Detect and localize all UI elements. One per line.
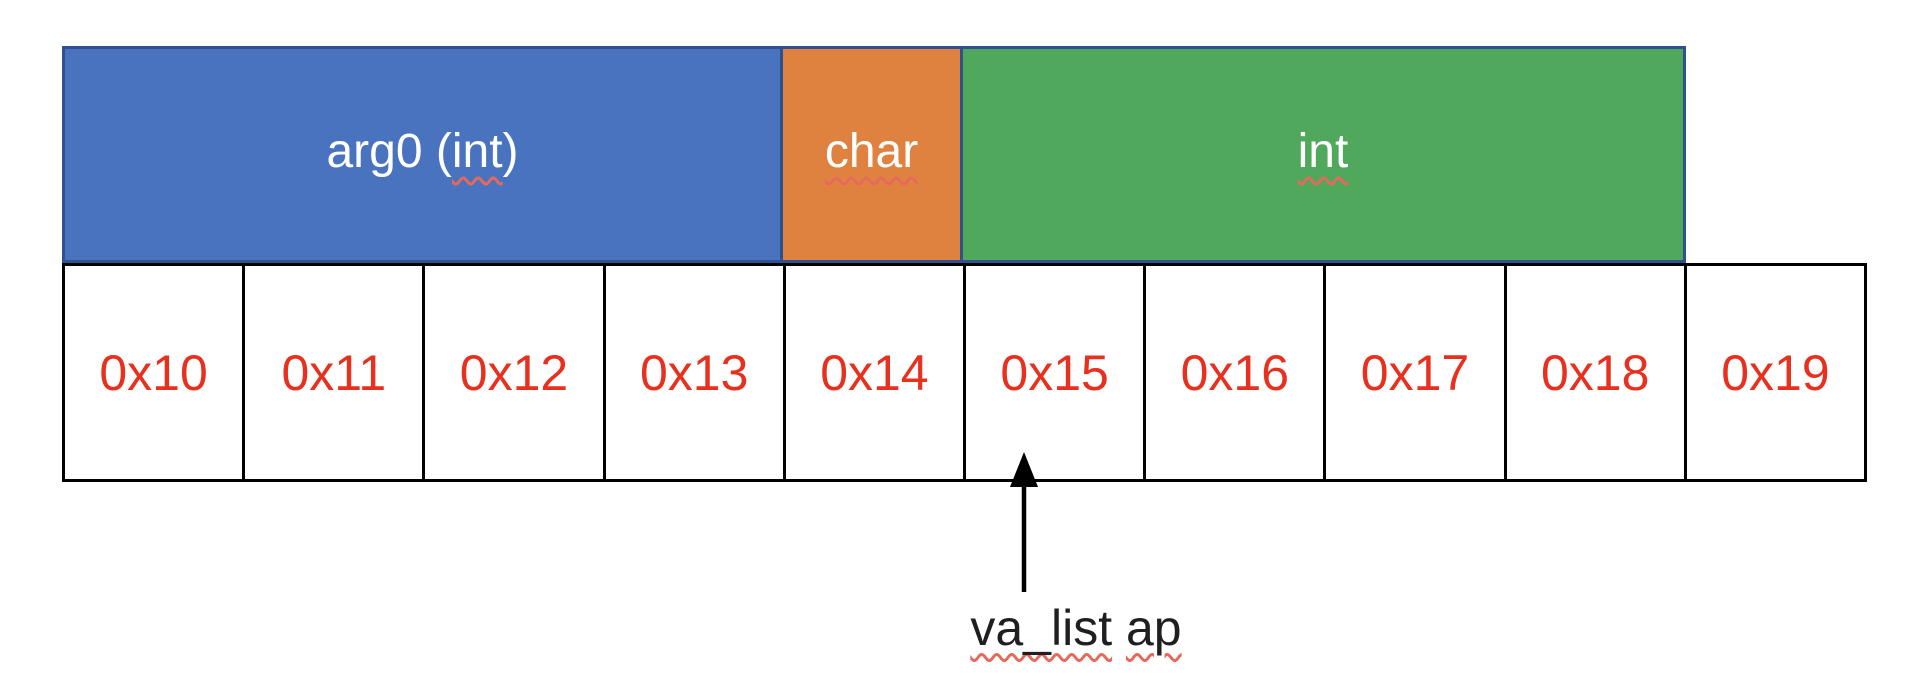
memory-cell: 0x17 xyxy=(1326,266,1507,479)
memory-cell: 0x11 xyxy=(245,266,426,479)
cell-address-label: 0x11 xyxy=(281,344,387,401)
annotation-space xyxy=(1112,600,1126,656)
va-list-word: va_list xyxy=(970,600,1113,656)
char-label: char xyxy=(824,124,919,182)
type-block-char: char xyxy=(780,46,963,263)
cell-address-label: 0x14 xyxy=(820,344,929,401)
memory-cell: 0x13 xyxy=(606,266,786,479)
memory-cell: 0x10 xyxy=(65,266,246,479)
int-label: int xyxy=(1297,124,1349,182)
int-label-word: int xyxy=(1297,124,1349,178)
ap-word: ap xyxy=(1126,600,1182,656)
memory-cell: 0x15 xyxy=(966,266,1147,479)
arg0-label-suffix: ) xyxy=(502,124,519,178)
memory-cell: 0x16 xyxy=(1146,266,1327,479)
arg0-int-label: arg0 (int) xyxy=(326,124,519,182)
va-list-ap-annotation: va_list ap xyxy=(866,601,1286,656)
arg0-label-prefix: arg0 ( xyxy=(326,124,452,178)
memory-cell: 0x18 xyxy=(1507,266,1687,479)
memory-cell: 0x19 xyxy=(1687,266,1864,479)
cell-address-label: 0x12 xyxy=(459,344,569,401)
memory-cell: 0x14 xyxy=(786,266,967,479)
memory-cell: 0x12 xyxy=(425,266,606,479)
cell-address-label: 0x16 xyxy=(1180,344,1290,401)
cell-address-label: 0x13 xyxy=(639,344,749,401)
memory-cells-row: 0x10 0x11 0x12 0x13 0x14 0x15 0x16 0x17 … xyxy=(62,263,1867,482)
char-label-word: char xyxy=(824,124,919,178)
cell-address-label: 0x17 xyxy=(1360,344,1470,401)
cell-address-label: 0x15 xyxy=(1000,344,1109,401)
type-block-arg0-int: arg0 (int) xyxy=(62,46,783,263)
cell-address-label: 0x18 xyxy=(1541,344,1650,401)
type-block-int: int xyxy=(960,46,1686,263)
cell-address-label: 0x10 xyxy=(99,344,208,401)
cell-address-label: 0x19 xyxy=(1721,344,1830,401)
arg0-label-misspelled-word: int xyxy=(451,124,503,178)
